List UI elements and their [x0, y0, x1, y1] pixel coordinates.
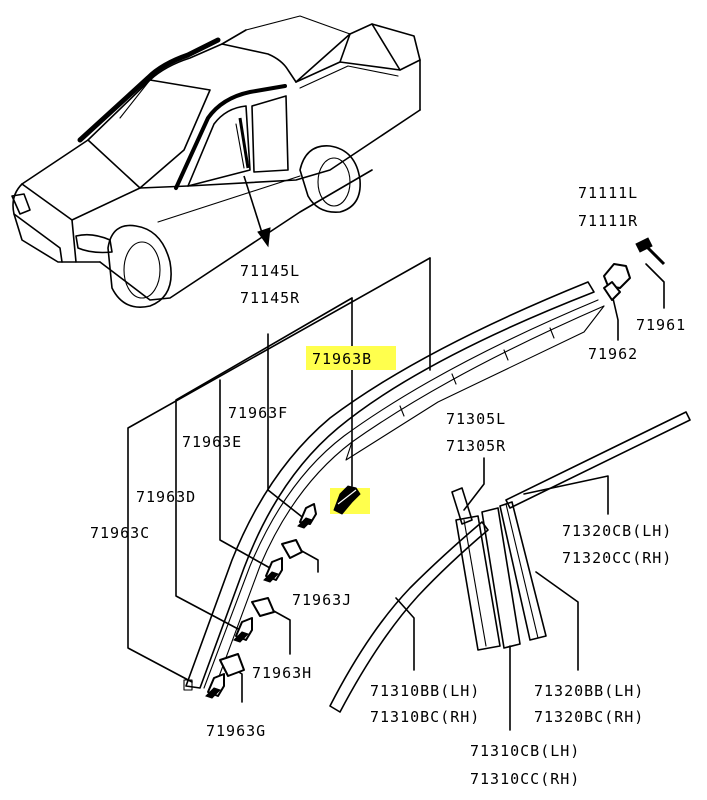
label-71963G: 71963G [206, 722, 266, 740]
clip-icon [205, 485, 361, 699]
roof-molding [183, 281, 605, 691]
label-71963C: 71963C [90, 524, 150, 542]
callout-labels: 71145L 71145R 71963B 71963F 71963E 71963… [90, 184, 686, 788]
label-71961: 71961 [636, 316, 686, 334]
label-71310CB: 71310CB(LH) [470, 742, 580, 760]
label-71305L: 71305L [446, 410, 506, 428]
label-71963D: 71963D [136, 488, 196, 506]
label-71963E: 71963E [182, 433, 242, 451]
label-71310BB: 71310BB(LH) [370, 682, 480, 700]
highlight-label-bg [306, 346, 396, 370]
label-71963B: 71963B [312, 350, 372, 368]
callout-leaders [127, 257, 665, 731]
pickup-truck-illustration [11, 15, 421, 308]
clip-71111-icon [603, 263, 631, 301]
label-71320BC: 71320BC(RH) [534, 708, 644, 726]
label-71310CC: 71310CC(RH) [470, 770, 580, 788]
label-71310BC: 71310BC(RH) [370, 708, 480, 726]
label-71145R: 71145R [240, 289, 300, 307]
label-71320CC: 71320CC(RH) [562, 549, 672, 567]
arrow-down-icon [257, 227, 271, 248]
label-71962: 71962 [588, 345, 638, 363]
label-71963H: 71963H [252, 664, 312, 682]
label-71963F: 71963F [228, 404, 288, 422]
label-71305R: 71305R [446, 437, 506, 455]
screw-icon [635, 237, 666, 266]
label-71111L: 71111L [578, 184, 638, 202]
label-71111R: 71111R [578, 212, 638, 230]
label-71963J: 71963J [292, 591, 352, 609]
label-71320BB: 71320BB(LH) [534, 682, 644, 700]
window-moldings [329, 411, 691, 713]
label-71320CB: 71320CB(LH) [562, 522, 672, 540]
label-71145L: 71145L [240, 262, 300, 280]
